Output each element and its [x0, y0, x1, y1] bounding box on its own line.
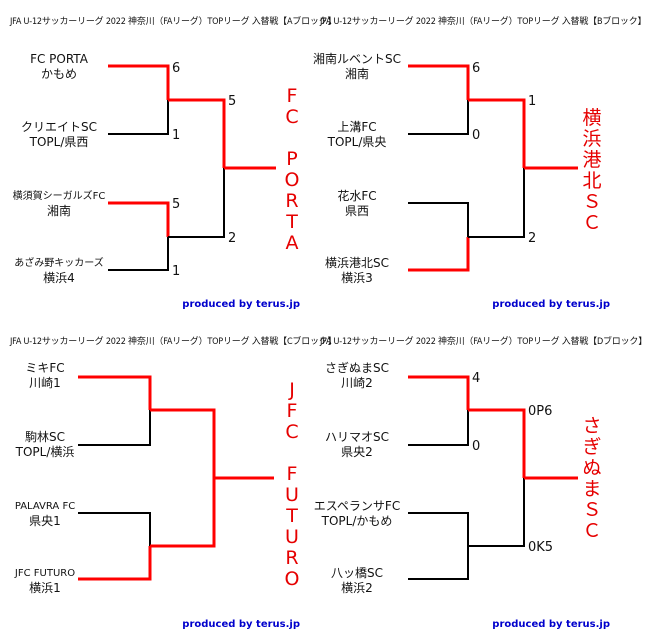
score-5: 5 — [228, 94, 237, 109]
score-2: 1 — [172, 128, 181, 143]
bracket-lines — [108, 64, 276, 271]
line-team1 — [108, 64, 170, 100]
line-team3 — [108, 201, 170, 237]
bracket-block-d: JFA U-12サッカーリーグ 2022 神奈川（FAリーグ）TOPリーグ 入替… — [310, 320, 647, 640]
score-2: 0 — [472, 439, 481, 454]
block-title: JFA U-12サッカーリーグ 2022 神奈川（FAリーグ）TOPリーグ 入替… — [10, 17, 337, 27]
bracket-block-b: JFA U-12サッカーリーグ 2022 神奈川（FAリーグ）TOPリーグ 入替… — [310, 0, 647, 320]
line-semi1 — [168, 98, 226, 168]
score-1: 6 — [172, 61, 181, 76]
block-title: JFA U-12サッカーリーグ 2022 神奈川（FAリーグ）TOPリーグ 入替… — [320, 337, 647, 347]
score-3: 5 — [172, 197, 181, 212]
credit-link[interactable]: produced by terus.jp — [182, 619, 300, 630]
block-title: JFA U-12サッカーリーグ 2022 神奈川（FAリーグ）TOPリーグ 入替… — [320, 17, 647, 27]
score-1: 4 — [472, 371, 481, 386]
team-4: あざみ野キッカーズ横浜4 — [14, 258, 104, 285]
score-5: 0P6 — [528, 404, 553, 419]
bracket-lines — [408, 64, 578, 272]
score-6: 0K5 — [528, 540, 554, 555]
line-team2 — [108, 100, 169, 135]
bracket-block-c: JFA U-12サッカーリーグ 2022 神奈川（FAリーグ）TOPリーグ 入替… — [0, 320, 337, 640]
score-2: 0 — [472, 128, 481, 143]
score-4: 1 — [172, 264, 181, 279]
bracket-lines — [78, 375, 274, 581]
score-6: 2 — [228, 231, 237, 246]
score-1: 6 — [472, 61, 481, 76]
credit-link[interactable]: produced by terus.jp — [492, 299, 610, 310]
bracket-block-a: JFA U-12サッカーリーグ 2022 神奈川（FAリーグ）TOPリーグ 入替… — [0, 0, 337, 320]
credit-link[interactable]: produced by terus.jp — [492, 619, 610, 630]
score-6: 2 — [528, 231, 537, 246]
line-semi2 — [168, 168, 225, 238]
bracket-lines — [408, 375, 578, 580]
credit-link[interactable]: produced by terus.jp — [182, 299, 300, 310]
line-team4 — [108, 237, 169, 271]
score-5: 1 — [528, 94, 537, 109]
block-title: JFA U-12サッカーリーグ 2022 神奈川（FAリーグ）TOPリーグ 入替… — [10, 337, 337, 347]
